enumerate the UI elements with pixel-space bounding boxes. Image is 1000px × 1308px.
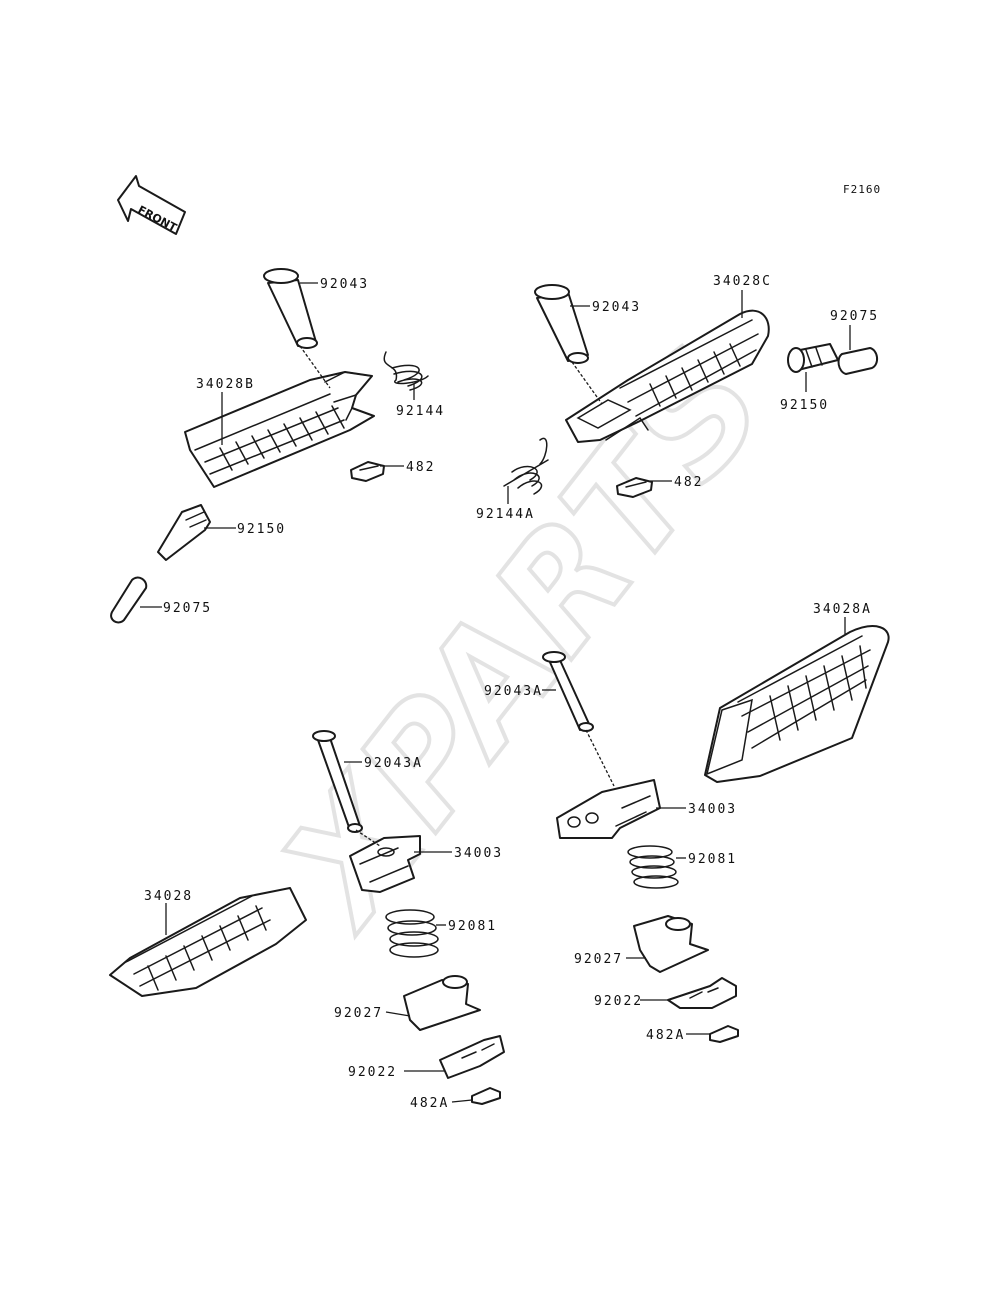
label-92043A-a: 92043A xyxy=(484,684,543,699)
pin-92150-left xyxy=(157,504,211,561)
label-34028B: 34028B xyxy=(196,377,255,392)
footpeg-34028B xyxy=(184,371,375,488)
bracket-34003-left xyxy=(349,835,421,893)
label-92075-a: 92075 xyxy=(163,601,212,616)
plate-92027-left xyxy=(403,975,481,1031)
plate-92022-right xyxy=(667,977,737,1009)
label-92150-b: 92150 xyxy=(780,398,829,413)
label-92027-a: 92027 xyxy=(574,952,623,967)
label-92081-b: 92081 xyxy=(448,919,497,934)
footpeg-34028C xyxy=(565,309,770,443)
label-482-b: 482 xyxy=(674,475,703,490)
pin-92043A-right xyxy=(542,651,594,732)
label-92144: 92144 xyxy=(396,404,445,419)
label-92022-a: 92022 xyxy=(594,994,643,1009)
label-482-a: 482 xyxy=(406,460,435,475)
clip-482A-left xyxy=(471,1087,501,1105)
figure-code: F2160 xyxy=(843,183,881,196)
clip-482-left xyxy=(350,461,385,482)
pin-92043-right xyxy=(534,284,589,364)
plate-92022-left xyxy=(439,1035,505,1079)
label-482A-a: 482A xyxy=(646,1028,685,1043)
label-34003-a: 34003 xyxy=(688,802,737,817)
spring-92144A xyxy=(503,437,549,495)
front-arrow-icon: FRONT xyxy=(117,175,186,235)
label-34028: 34028 xyxy=(144,889,193,904)
cap-92075-left xyxy=(110,576,148,624)
footpeg-34028A xyxy=(704,625,890,783)
label-92043A-b: 92043A xyxy=(364,756,423,771)
bracket-34003-right xyxy=(556,779,661,839)
label-34028C: 34028C xyxy=(713,274,772,289)
spring-92081-right xyxy=(627,845,679,889)
label-34003-b: 34003 xyxy=(454,846,503,861)
leader-lines xyxy=(140,282,851,1103)
pin-92043A-left xyxy=(312,730,363,833)
label-34028A: 34028A xyxy=(813,602,872,617)
label-92075-b: 92075 xyxy=(830,309,879,324)
label-92043-a: 92043 xyxy=(320,277,369,292)
clip-482-right xyxy=(616,477,653,498)
spring-92144 xyxy=(383,351,429,391)
label-92043-b: 92043 xyxy=(592,300,641,315)
footpeg-34028 xyxy=(109,887,307,997)
label-92081-a: 92081 xyxy=(688,852,737,867)
label-482A-b: 482A xyxy=(410,1096,449,1111)
pin-92043-left xyxy=(263,268,318,349)
label-92150-a: 92150 xyxy=(237,522,286,537)
clip-482A-right xyxy=(709,1025,739,1043)
label-92144A: 92144A xyxy=(476,507,535,522)
part-labels: 92043 34028B 92144 482 92150 92075 92043… xyxy=(144,274,879,1111)
label-92022-b: 92022 xyxy=(348,1065,397,1080)
spring-92081-left xyxy=(385,909,439,958)
cap-92075-right xyxy=(837,347,878,375)
label-92027-b: 92027 xyxy=(334,1006,383,1021)
pin-92150-right xyxy=(787,343,839,373)
plate-92027-right xyxy=(633,915,709,973)
